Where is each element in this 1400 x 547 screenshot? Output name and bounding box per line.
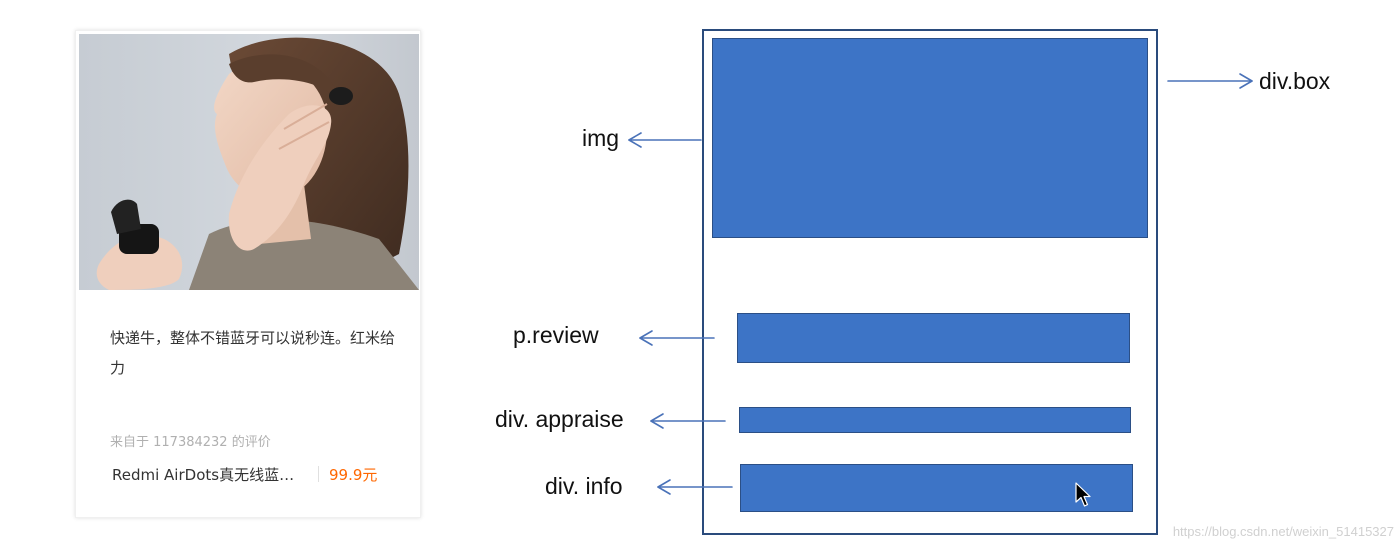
product-photo [79, 34, 419, 290]
review-text: 快递牛，整体不错蓝牙可以说秒连。红米给力 [110, 329, 396, 377]
label-div-box: div.box [1259, 68, 1331, 94]
watermark: https://blog.csdn.net/weixin_51415327 [1172, 524, 1394, 539]
div-box-outline [702, 29, 1158, 535]
product-card[interactable]: 快递牛，整体不错蓝牙可以说秒连。红米给力 来自于 117384232 的评价 R… [75, 30, 421, 518]
label-div-appraise: div. appraise [495, 406, 624, 432]
arrow-box [1167, 73, 1253, 89]
appraise-text: 来自于 117384232 的评价 [110, 435, 271, 450]
label-img: img [582, 125, 620, 151]
info-divider [318, 466, 319, 482]
appraise-block [739, 407, 1131, 433]
img-block [712, 38, 1148, 238]
label-div-info: div. info [545, 473, 623, 499]
product-info[interactable]: Redmi AirDots真无线蓝… 99.9元 [112, 463, 402, 485]
label-p-review: p.review [513, 322, 599, 348]
info-block [740, 464, 1133, 512]
review-block [737, 313, 1130, 363]
mouse-pointer-icon [1075, 482, 1091, 507]
product-price: 99.9元 [329, 465, 378, 484]
arrow-img [628, 132, 702, 148]
product-name[interactable]: Redmi AirDots真无线蓝… [112, 465, 295, 484]
